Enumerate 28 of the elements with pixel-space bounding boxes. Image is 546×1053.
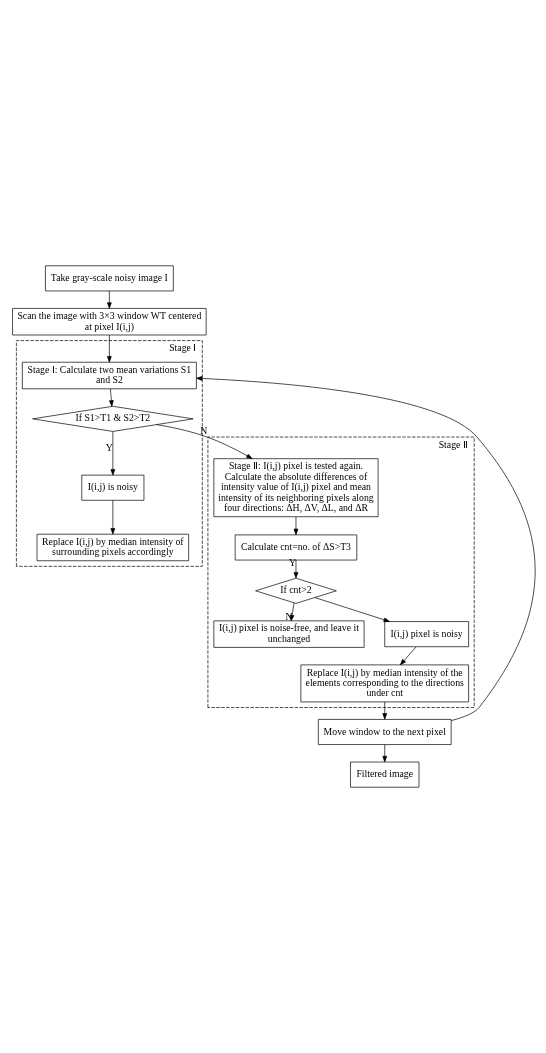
node-box: Move window to the next pixel bbox=[318, 719, 452, 745]
node-box: Take gray-scale noisy image I bbox=[45, 265, 174, 292]
arrow bbox=[107, 334, 112, 363]
node-box: Filtered image bbox=[350, 761, 420, 788]
node-box: I(i,j) is noisy bbox=[81, 474, 145, 501]
arrow bbox=[382, 744, 388, 763]
node-box: Scan the image with 3×3 window WT centered at pixel I(i,j) bbox=[12, 308, 207, 336]
arrow bbox=[156, 424, 253, 459]
node-box: Stage Ⅰ: Calculate two mean variations S1 and S2 bbox=[22, 361, 197, 390]
node-box: Stage Ⅱ: I(i,j) pixel is tested again. Calculate the absolute differences of intensity value of I(i,j) pixel and mean intensity of its neighboring pixels along four directions: ΔH, ΔV, ΔL, and ΔR bbox=[213, 458, 379, 518]
arrow bbox=[293, 516, 299, 535]
arrow bbox=[109, 388, 114, 407]
node-box: Replace I(i,j) by median intensity of the elements corresponding to the directions under cnt bbox=[300, 664, 469, 703]
node-diamond: If cnt>2 bbox=[255, 577, 337, 604]
arrow bbox=[196, 376, 536, 721]
arrow bbox=[293, 559, 299, 579]
node-box: I(i,j) pixel is noise-free, and leave it unchanged bbox=[213, 620, 365, 648]
node-diamond: If S1>T1 & S2>T2 bbox=[32, 405, 194, 432]
arrow bbox=[400, 646, 417, 666]
arrow bbox=[107, 290, 112, 309]
arrow bbox=[110, 431, 116, 476]
node-box: Replace I(i,j) by median intensity of surrounding pixels accordingly bbox=[36, 533, 190, 562]
edge-label: Y bbox=[105, 441, 113, 453]
arrow bbox=[314, 597, 390, 623]
edge-label: N bbox=[200, 425, 208, 437]
arrow bbox=[110, 500, 116, 535]
arrow bbox=[382, 701, 388, 720]
node-box: I(i,j) pixel is noisy bbox=[384, 621, 469, 648]
